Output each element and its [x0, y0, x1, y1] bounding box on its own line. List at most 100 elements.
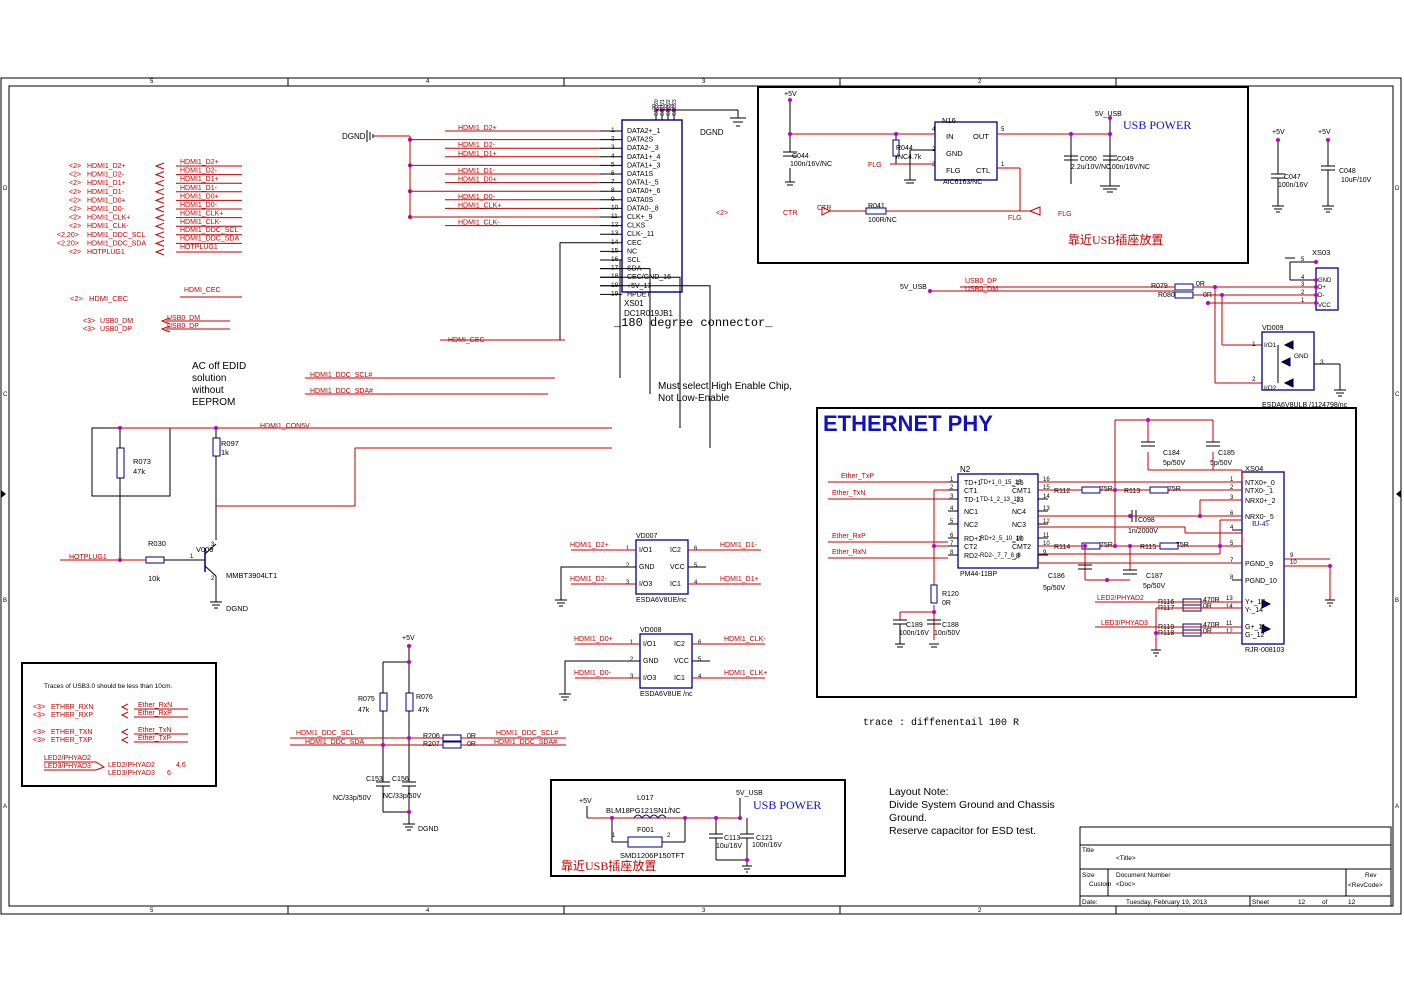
right-caps-junctions [1276, 138, 1330, 142]
n2-pin-number-right: 16 [1043, 477, 1050, 483]
n2-part: PM44-11BP [960, 571, 998, 578]
esd-chip-pinnum-right: 4 [694, 580, 698, 586]
ddc-scl-wire-label: HDMI1_DDC_SCL# [310, 372, 372, 379]
enable-note: Must select High Enable Chip,Not Low-Ena… [658, 381, 792, 404]
hdmi-route [600, 268, 651, 394]
esd-chip-pinnum-right: 6 [698, 640, 702, 646]
layout-note-line: Ground. [889, 812, 927, 824]
hdmi-pin-name: NC [627, 248, 637, 255]
n2-pin-number-right: 13 [1043, 506, 1050, 512]
ether-row-arrow [120, 736, 129, 744]
hdmi-connector-ref: XS01 [624, 299, 644, 308]
xs04-pin-number: 7 [1230, 558, 1234, 564]
hdmi-connector-body [621, 119, 683, 293]
f001-pin2: 2 [667, 833, 671, 839]
hdmi-top-pin-number: 23 [670, 104, 676, 110]
usb-dm-net: USB0_DM [965, 286, 998, 293]
hdmi-pin-name: CLK-_11 [627, 231, 654, 238]
hdmi-pin-name: CLKS [627, 223, 646, 230]
offpage-ref: <2> [69, 206, 81, 213]
ether-row-line: Ether_RxN [138, 702, 172, 709]
ether-row-arrow [120, 703, 129, 711]
hdmi-net-label: HDMI1_D2- [458, 142, 496, 149]
f001-ref: F001 [637, 825, 654, 834]
f001-value: SMD1206P150TFT [620, 851, 685, 860]
offpage-arrow [154, 162, 165, 170]
xs03-pin-number: 1 [1301, 298, 1305, 304]
n2-inner-label: TD-1_2_13_13 [980, 497, 1021, 503]
ethernet-cap-value: 5p/50V [1043, 585, 1066, 592]
esd-chip-pinnum-left: 1 [626, 546, 630, 552]
ethernet-resistor-ref: R115 [1140, 544, 1156, 551]
edid-note-line: AC off EDID [192, 361, 246, 372]
layout-note-line: Reserve capacitor for ESD test. [889, 825, 1036, 837]
ether-row-ref: <3> [33, 737, 45, 744]
n2-pin-number-left: 3 [950, 494, 954, 500]
vd009-internals [1277, 340, 1346, 397]
offpage-net: HDMI1_D2- [87, 172, 125, 179]
ddc-scl-right: HDMI1_DDC_SCL# [496, 730, 558, 737]
r044-value: /NC4.7k [896, 154, 922, 161]
usb-offpage-arrow [160, 317, 171, 325]
esd-chip-pinnum-left: 2 [630, 657, 634, 663]
offpage-line-label: HDMI1_D1+ [180, 176, 219, 183]
c153-value: NC/33p/50V [333, 795, 371, 802]
xs04-label: RJ-45 [1252, 520, 1269, 528]
c047-ref: C047 [1284, 174, 1301, 181]
edid-note-line: solution [192, 373, 226, 384]
n16-body [934, 121, 998, 181]
usb-power-caps [783, 151, 1120, 216]
n2-pin-number-right: 11 [1043, 533, 1050, 539]
row-letter-left: A [3, 804, 7, 810]
mid-arrow-right [1396, 490, 1401, 498]
usb-offpage-line: USB0_DM [167, 315, 200, 322]
offpage-arrow [154, 231, 165, 239]
c113-ref: C113 [724, 835, 740, 842]
n2-pin-name-left: TD-1 [964, 497, 980, 504]
xs04-pin-number: 5 [1230, 541, 1234, 547]
led-right-2: LED3/PHYAD3 [108, 770, 155, 777]
title-block: Title <Title> Size Custom Document Numbe… [1079, 826, 1392, 907]
hdmi-route [559, 242, 600, 340]
esd-chip-pinnum-left: 2 [626, 563, 630, 569]
offpage-net: HDMI1_CLK- [87, 223, 129, 230]
esd-chip-pinnum-right: 5 [694, 563, 698, 569]
size-label: Size [1082, 872, 1095, 879]
n2-pin-name-right: CMT1 [1012, 488, 1031, 495]
xs04-led-pin-number: 14 [1226, 604, 1233, 610]
r073-value: 47k [133, 467, 145, 476]
title-block-frame [1079, 826, 1392, 907]
esd-chip-pinnum-left: 1 [630, 640, 634, 646]
hdmi-route [600, 259, 621, 378]
of-label: of [1322, 899, 1328, 906]
usb-power-junctions [788, 98, 1112, 136]
col-number-top: 4 [426, 79, 430, 85]
r075-body [379, 692, 388, 712]
offpage-net: HDMI1_D1+ [87, 180, 126, 187]
esd-chip-pinnum-right: 5 [698, 657, 702, 663]
ethernet-cap-ref: C186 [1048, 573, 1065, 580]
xs04-pin-number: 2 [1230, 485, 1234, 491]
ddc-scl-left: HDMI1_DDC_SCL [296, 730, 354, 737]
xs04-led-pin-name: G-_12 [1245, 632, 1265, 639]
mid-arrow-left [1, 490, 6, 498]
r097-value: 1k [221, 448, 229, 457]
xs04-led-pin-name: Y-_14 [1245, 607, 1263, 614]
offpage-arrow [154, 214, 165, 222]
enable-note-line: Must select High Enable Chip, [658, 381, 792, 392]
esd-chip-pinnum-right: 6 [694, 546, 698, 552]
n16-pinnum-flg: 3 [932, 162, 936, 168]
offpage-ref: <2,20> [57, 232, 79, 239]
c156-ref: C156 [392, 776, 409, 783]
ether-row-line: Ether_TxP [138, 735, 171, 742]
xs03-pin-number: 2 [1301, 290, 1305, 296]
flg-in-label: FLG [1058, 211, 1072, 218]
n2-inner-label: RD2-_7_7_8_8 [980, 553, 1021, 559]
row-letter-left: D [3, 186, 8, 192]
offpage-arrow [154, 248, 165, 256]
offpage-arrow [154, 179, 165, 187]
esd-chip-part: ESDA6V8UE/nc [636, 597, 687, 604]
inner-frame [8, 85, 1394, 907]
hdmi-dgnd-symbol [366, 130, 410, 142]
